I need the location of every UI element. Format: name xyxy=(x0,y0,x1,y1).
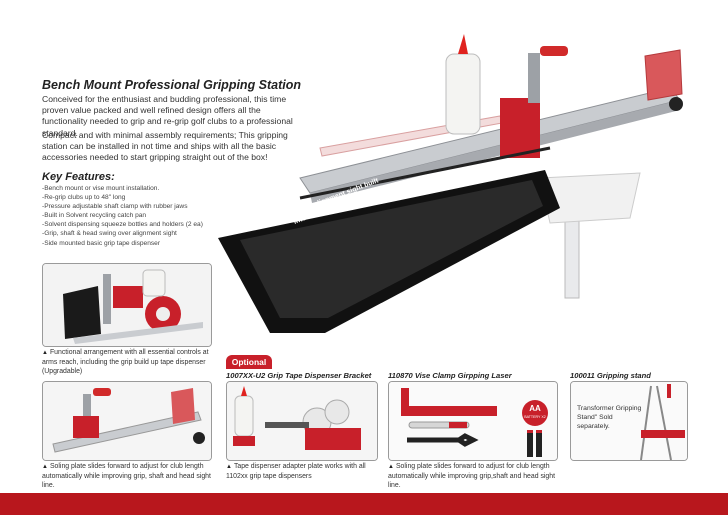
tape-bracket-panel xyxy=(226,381,378,461)
soling-plate-caption: ▲Soling plate slides forward to adjust f… xyxy=(42,462,217,490)
key-features-list: -Bench mount or vise mount installation.… xyxy=(42,184,282,248)
battery-icon xyxy=(536,430,542,457)
key-feature-item: -Solvent dispensing squeeze bottles and … xyxy=(42,221,203,229)
golf-shaft xyxy=(299,146,551,200)
vise-laser-caption: ▲Soling plate slides forward to adjust f… xyxy=(388,462,560,490)
battery-icon xyxy=(527,430,533,457)
battery-sub-label: BATTERY X2 xyxy=(524,415,546,419)
key-feature-item: -Bench mount or vise mount installation. xyxy=(42,185,160,192)
soling-plate-image xyxy=(43,382,211,460)
vise-laser-panel: AA BATTERY X2 xyxy=(388,381,558,461)
tape-bracket-image xyxy=(227,382,377,460)
functional-arrangement-panel xyxy=(42,263,212,347)
intro-paragraph-2: Compact and with minimal assembly requir… xyxy=(42,130,288,163)
panel2-caption-text: Soling plate slides forward to adjust fo… xyxy=(42,463,211,489)
triangle-icon: ▲ xyxy=(42,464,48,470)
key-feature-item: -Re-grip clubs up to 48" long xyxy=(42,194,126,202)
squeeze-bottle xyxy=(445,53,481,135)
bottle-nozzle xyxy=(458,34,468,54)
battery-label: AA xyxy=(529,404,541,413)
triangle-icon: ▲ xyxy=(42,350,48,356)
gripping-stand-header: 100011 Gripping stand xyxy=(570,371,651,380)
gripping-stand-panel: Transformer Gripping Stand" Sold separat… xyxy=(570,381,688,461)
footer-bar xyxy=(0,493,728,515)
key-feature-item: -Side mounted basic grip tape dispenser xyxy=(42,239,161,247)
stand-note: Transformer Gripping Stand" Sold separat… xyxy=(577,405,642,430)
hero-gripping-station-image xyxy=(218,34,683,333)
catch-pan-inner xyxy=(240,180,543,318)
intro-paragraph-1: Conceived for the enthusiast and budding… xyxy=(42,94,293,138)
functional-arrangement-image xyxy=(43,264,211,346)
panel1-caption-text: Functional arrangement with all essentia… xyxy=(42,349,209,375)
panel4-caption-text: Soling plate slides forward to adjust fo… xyxy=(388,463,555,489)
triangle-icon: ▲ xyxy=(226,464,232,470)
soling-plate xyxy=(644,49,683,101)
tape-bracket-caption: ▲Tape dispenser adapter plate works with… xyxy=(226,462,382,481)
soling-plate-panel xyxy=(42,381,212,461)
vise-clamp xyxy=(500,98,540,158)
functional-arrangement-caption: ▲Functional arrangement with all essenti… xyxy=(42,348,217,376)
key-feature-item: -Grip, shaft & head swing over alignment… xyxy=(42,230,177,238)
page-title: Bench Mount Professional Gripping Statio… xyxy=(42,78,302,92)
triangle-icon: ▲ xyxy=(388,464,394,470)
gripping-stand-image xyxy=(571,382,687,460)
key-feature-item: -Built in Solvent recycling catch pan xyxy=(42,212,147,220)
rail-knob xyxy=(669,97,683,111)
optional-badge: Optional xyxy=(226,355,272,369)
vise-laser-header: 110870 Vise Clamp Girpping Laser xyxy=(388,371,512,380)
key-features-title: Key Features: xyxy=(42,171,115,183)
battery-badge: AA BATTERY X2 xyxy=(522,400,548,426)
grip-tape-bracket-header: 1007XX-U2 Grip Tape Dispenser Bracket xyxy=(226,371,372,380)
clamp-handle xyxy=(540,46,568,56)
key-feature-item: -Pressure adjustable shaft clamp with ru… xyxy=(42,203,188,211)
clamp-screw xyxy=(528,53,540,103)
panel3-caption-text: Tape dispenser adapter plate works with … xyxy=(226,463,366,480)
